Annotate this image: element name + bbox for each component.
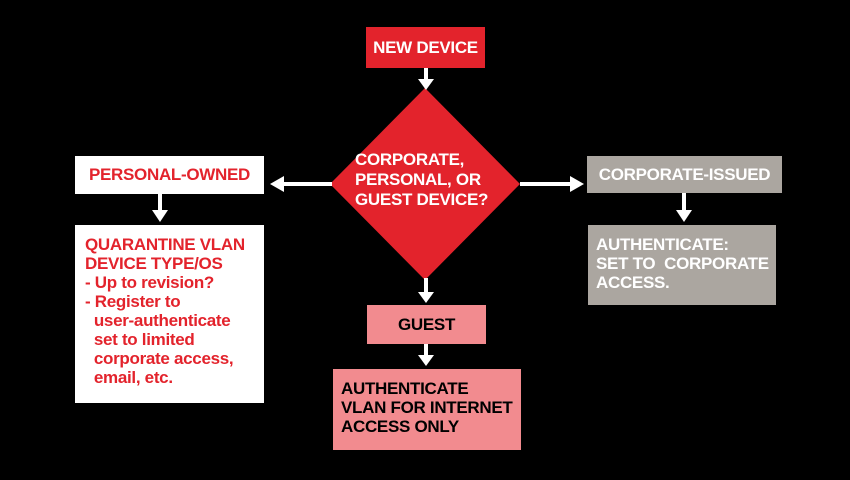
personal-owned-box: PERSONAL-OWNED <box>75 156 264 194</box>
corporate-issued-label: CORPORATE-ISSUED <box>598 164 771 184</box>
quarantine-line: set to limited <box>85 330 195 349</box>
quarantine-line: user-authenticate <box>85 311 231 330</box>
arrowhead-down <box>418 355 434 366</box>
decision-line: CORPORATE, <box>355 150 465 169</box>
authenticate-guest-box: AUTHENTICATE VLAN FOR INTERNET ACCESS ON… <box>333 369 521 450</box>
arrowhead-down <box>676 210 692 222</box>
arrowhead-down <box>418 292 434 303</box>
authenticate-corporate-line: ACCESS. <box>596 273 670 292</box>
quarantine-vlan-box: QUARANTINE VLAN DEVICE TYPE/OS - Up to r… <box>75 225 264 403</box>
arrowhead-left <box>270 176 284 192</box>
guest-box: GUEST <box>367 305 486 344</box>
arrowhead-down <box>418 79 434 90</box>
authenticate-guest-line: VLAN FOR INTERNET <box>341 398 513 417</box>
quarantine-line: email, etc. <box>85 368 173 387</box>
arrowhead-right <box>570 176 584 192</box>
authenticate-guest-line: AUTHENTICATE <box>341 379 469 398</box>
authenticate-guest-line: ACCESS ONLY <box>341 417 459 436</box>
authenticate-corporate-line: SET TO CORPORATE <box>596 254 769 273</box>
quarantine-line: - Register to <box>85 292 181 311</box>
guest-label: GUEST <box>397 314 456 334</box>
authenticate-corporate-line: AUTHENTICATE: <box>596 235 729 254</box>
authenticate-corporate-box: AUTHENTICATE: SET TO CORPORATE ACCESS. <box>588 225 776 305</box>
decision-label: CORPORATE, PERSONAL, OR GUEST DEVICE? <box>355 150 505 210</box>
new-device-box: NEW DEVICE <box>366 27 485 68</box>
decision-line: PERSONAL, OR <box>355 170 481 189</box>
new-device-label: NEW DEVICE <box>373 37 478 57</box>
arrowhead-down <box>152 210 168 222</box>
quarantine-line: QUARANTINE VLAN <box>85 235 245 254</box>
personal-owned-label: PERSONAL-OWNED <box>88 165 251 184</box>
corporate-issued-box: CORPORATE-ISSUED <box>587 156 782 193</box>
quarantine-line: DEVICE TYPE/OS <box>85 254 223 273</box>
decision-line: GUEST DEVICE? <box>355 190 489 209</box>
decision-diamond <box>330 88 520 280</box>
quarantine-line: - Up to revision? <box>85 273 215 292</box>
quarantine-line: corporate access, <box>85 349 234 368</box>
